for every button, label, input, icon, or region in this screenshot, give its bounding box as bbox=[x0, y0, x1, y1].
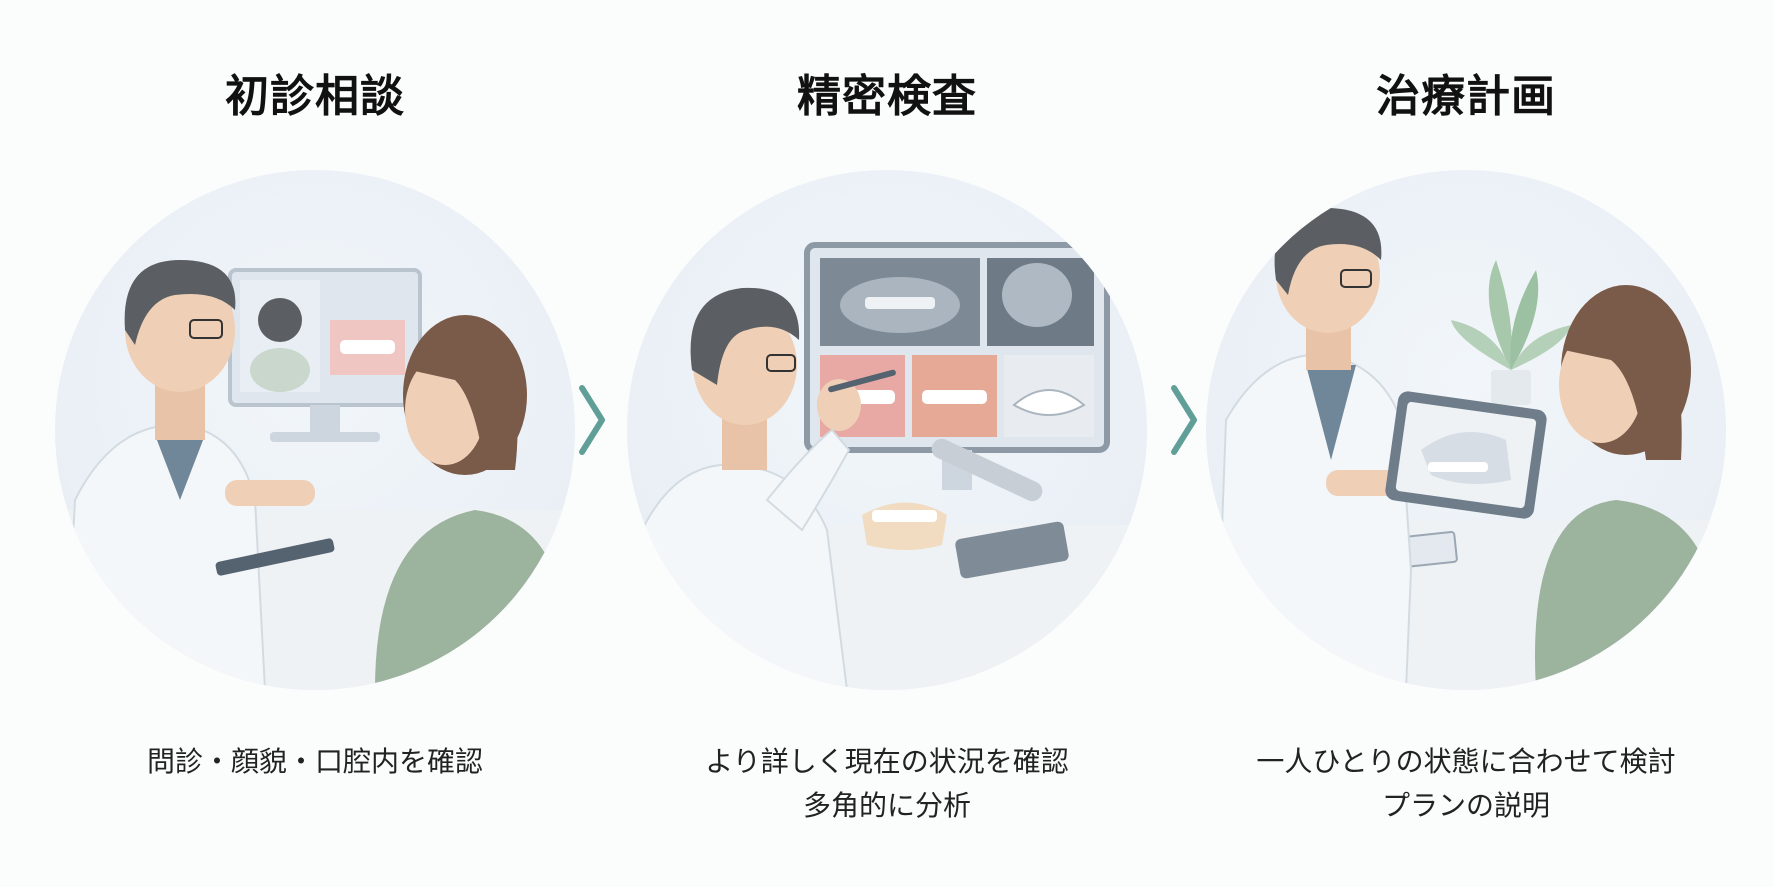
description-line-1: 問診・顔貌・口腔内を確認 bbox=[146, 745, 483, 778]
step-initial-consultation: 初診相談 bbox=[35, 0, 595, 887]
description-line-1: より詳しく現在の状況を確認 bbox=[705, 745, 1069, 778]
treatment-plan-illustration bbox=[1206, 170, 1726, 690]
consultation-illustration bbox=[55, 170, 575, 690]
step-title: 治療計画 bbox=[1376, 71, 1556, 122]
step-description: より詳しく現在の状況を確認 多角的に分析 bbox=[607, 740, 1167, 828]
step-description: 問診・顔貌・口腔内を確認 bbox=[35, 740, 595, 784]
description-line-1: 一人ひとりの状態に合わせて検討 bbox=[1256, 745, 1676, 778]
chevron-right-icon bbox=[1164, 380, 1204, 460]
step-detailed-examination: 精密検査 bbox=[607, 0, 1167, 887]
step-title: 精密検査 bbox=[797, 71, 977, 122]
chevron-right-icon bbox=[572, 380, 612, 460]
examination-illustration bbox=[627, 170, 1147, 690]
description-line-2: 多角的に分析 bbox=[802, 789, 971, 822]
step-description: 一人ひとりの状態に合わせて検討 プランの説明 bbox=[1186, 740, 1746, 828]
step-treatment-plan: 治療計画 bbox=[1186, 0, 1746, 887]
description-line-2: プランの説明 bbox=[1381, 789, 1550, 822]
step-title: 初診相談 bbox=[225, 71, 405, 122]
